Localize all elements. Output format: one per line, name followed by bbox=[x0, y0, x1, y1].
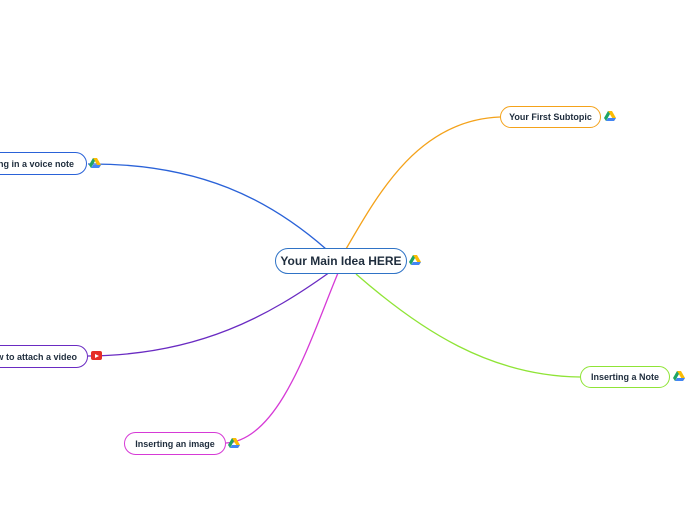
subtopic-attach-video-label: w to attach a video bbox=[0, 351, 77, 362]
subtopic-voice-note-label: ding in a voice note bbox=[0, 158, 74, 169]
subtopic-insert-note-node[interactable]: Inserting a Note bbox=[580, 366, 670, 388]
main-topic-label: Your Main Idea HERE bbox=[280, 254, 402, 268]
google-drive-icon[interactable] bbox=[673, 371, 685, 382]
subtopic-insert-image-label: Inserting an image bbox=[135, 438, 215, 449]
subtopic-first-node[interactable]: Your First Subtopic bbox=[500, 106, 601, 128]
google-drive-icon[interactable] bbox=[409, 255, 421, 266]
subtopic-attach-video-node[interactable]: w to attach a video bbox=[0, 345, 88, 368]
main-topic-node[interactable]: Your Main Idea HERE bbox=[275, 248, 407, 274]
subtopic-first-label: Your First Subtopic bbox=[509, 112, 592, 122]
connector-insert-note bbox=[355, 273, 581, 378]
google-drive-icon[interactable] bbox=[89, 158, 101, 169]
connector-insert-image bbox=[225, 272, 339, 444]
connector-first-subtopic bbox=[345, 116, 501, 250]
subtopic-voice-note-node[interactable]: ding in a voice note bbox=[0, 152, 87, 175]
google-drive-icon[interactable] bbox=[604, 111, 616, 122]
connector-attach-video bbox=[87, 271, 331, 357]
google-drive-icon[interactable] bbox=[228, 438, 240, 449]
youtube-icon[interactable] bbox=[91, 351, 102, 360]
subtopic-insert-image-node[interactable]: Inserting an image bbox=[124, 432, 226, 455]
connector-voice-note bbox=[87, 163, 327, 250]
subtopic-insert-note-label: Inserting a Note bbox=[590, 372, 659, 382]
